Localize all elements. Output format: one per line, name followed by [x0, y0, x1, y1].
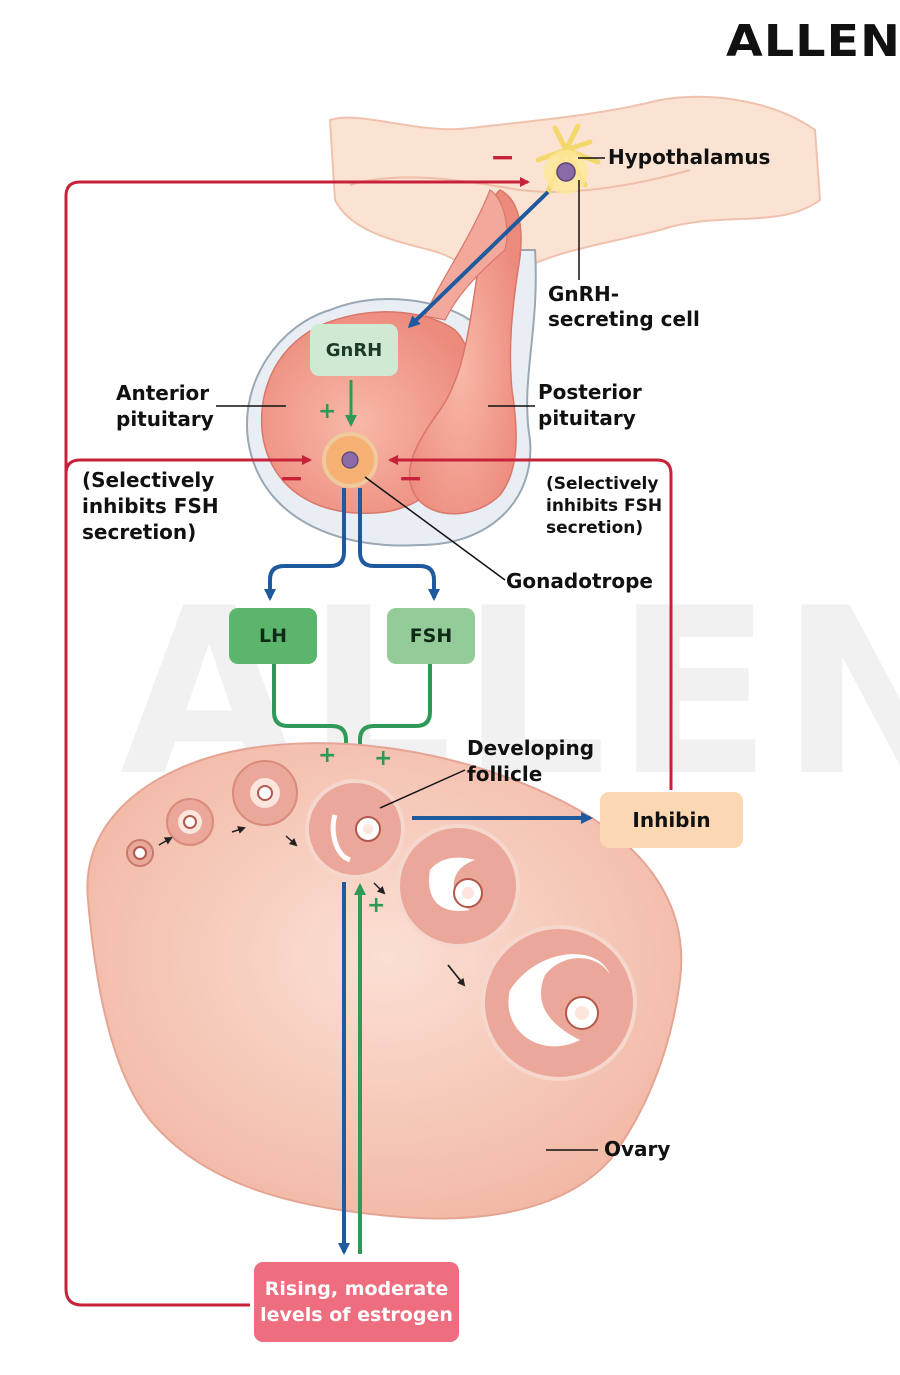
inhibit-right-label-line1: (Selectively	[546, 474, 659, 494]
plus-sign-gnrh: +	[318, 399, 337, 424]
fsh-to-follicle-arrow	[354, 664, 432, 771]
follicle-stage-6	[481, 925, 637, 1081]
estrogen-feedback-loop	[64, 177, 530, 1307]
hypothalamus-label: Hypothalamus	[608, 145, 771, 169]
anterior-pituitary-label-line1: Anterior	[116, 381, 210, 405]
minus-sign-hypothalamus: −	[490, 140, 516, 175]
plus-sign-lh: +	[318, 743, 337, 768]
inhibin-box: Inhibin	[600, 792, 743, 848]
plus-sign-fsh: +	[374, 746, 393, 771]
follicle-stage-3	[232, 760, 298, 826]
developing-follicle-label-line1: Developing	[467, 736, 595, 760]
inhibit-right-label-line3: secretion)	[546, 518, 644, 538]
ovary-shape	[86, 742, 683, 1220]
anterior-pituitary-label-line2: pituitary	[116, 407, 214, 431]
posterior-pituitary-label-line1: Posterior	[538, 380, 642, 404]
posterior-pituitary-shape	[408, 189, 522, 515]
brand-logo: ALLEN	[726, 16, 900, 67]
gnrh-cell-label-line2: secreting cell	[548, 307, 700, 331]
lh-to-follicle-arrow	[272, 664, 352, 771]
gonadotrope-cell	[322, 432, 378, 488]
developing-follicle-leader	[379, 769, 466, 809]
lh-box: LH	[229, 608, 317, 664]
gonadotrope-to-lh-arrow	[264, 488, 346, 601]
inhibin-feedback-line	[388, 455, 673, 790]
fsh-box: FSH	[387, 608, 475, 664]
plus-sign-estrogen: +	[367, 893, 386, 918]
estrogen-box-line1: Rising, moderate	[264, 1278, 449, 1300]
follicle-stage-2	[166, 798, 214, 846]
minus-sign-left-gonadotrope: −	[279, 461, 305, 496]
estrogen-box-line2: levels of estrogen	[260, 1304, 453, 1326]
gonadotrope-to-fsh-arrow	[358, 488, 440, 601]
inhibit-right-label-line2: inhibits FSH	[546, 496, 663, 516]
follicle-stage-5	[396, 824, 520, 948]
posterior-pituitary-label-line2: pituitary	[538, 406, 636, 430]
pituitary-stalk	[424, 189, 508, 321]
gnrh-cell-label-line1: GnRH-	[548, 282, 620, 306]
developing-follicle-label-line2: follicle	[467, 762, 543, 786]
estrogen-box: Rising, moderate levels of estrogen	[254, 1262, 459, 1342]
gonadotrope-leader	[364, 476, 506, 581]
gnrh-box: GnRH	[310, 324, 398, 376]
minus-sign-right-gonadotrope: −	[398, 461, 424, 496]
inhibit-left-label-line2: inhibits FSH	[82, 494, 219, 518]
gonadotrope-label: Gonadotrope	[506, 569, 653, 593]
inhibit-left-label-line1: (Selectively	[82, 468, 215, 492]
follicle-stage-4	[305, 779, 405, 879]
estrogen-to-gonadotrope-line	[64, 455, 312, 476]
inhibit-left-label-line3: secretion)	[82, 520, 197, 544]
gnrh-secreting-cell	[535, 123, 601, 195]
ovary-label: Ovary	[604, 1137, 671, 1161]
gnrh-release-arrow	[407, 190, 550, 329]
follicle-stage-1	[126, 839, 154, 867]
